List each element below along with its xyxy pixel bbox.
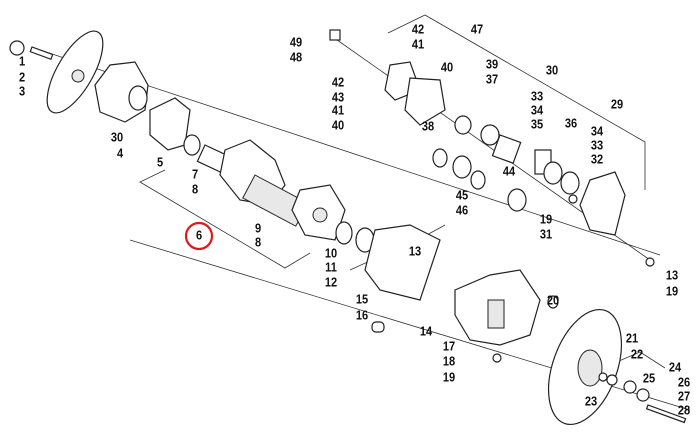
callout-21[interactable]: 21 <box>626 331 639 346</box>
callout-37[interactable]: 37 <box>486 72 499 87</box>
callout-41[interactable]: 41 <box>332 103 345 118</box>
callout-47[interactable]: 47 <box>471 22 484 37</box>
callout-9[interactable]: 9 <box>255 221 261 236</box>
callout-27[interactable]: 27 <box>678 389 691 404</box>
callout-20[interactable]: 20 <box>547 293 560 308</box>
callout-48[interactable]: 48 <box>290 50 303 65</box>
callout-26[interactable]: 26 <box>678 375 691 390</box>
callout-46[interactable]: 46 <box>456 203 469 218</box>
callout-33[interactable]: 33 <box>531 89 544 104</box>
callout-45[interactable]: 45 <box>456 188 469 203</box>
callout-14[interactable]: 14 <box>420 324 433 339</box>
callout-18[interactable]: 18 <box>443 354 456 369</box>
callout-5[interactable]: 5 <box>157 155 163 170</box>
callout-33[interactable]: 33 <box>591 138 604 153</box>
callout-42[interactable]: 42 <box>332 75 345 90</box>
callout-42[interactable]: 42 <box>412 22 425 37</box>
callout-12[interactable]: 12 <box>325 275 338 290</box>
callout-16[interactable]: 16 <box>356 308 369 323</box>
callout-13[interactable]: 13 <box>666 268 679 283</box>
highlight-circle <box>184 221 214 251</box>
callout-22[interactable]: 22 <box>631 347 644 362</box>
callout-19[interactable]: 19 <box>443 370 456 385</box>
callout-31[interactable]: 31 <box>540 227 553 242</box>
right-parts <box>329 29 626 236</box>
callout-34[interactable]: 34 <box>591 124 604 139</box>
callout-6[interactable]: 6 <box>196 228 202 243</box>
callout-29[interactable]: 29 <box>611 97 624 112</box>
callout-41[interactable]: 41 <box>412 37 425 52</box>
callout-11[interactable]: 11 <box>325 260 337 275</box>
callout-13[interactable]: 13 <box>409 244 422 259</box>
callout-25[interactable]: 25 <box>643 371 656 386</box>
callout-19[interactable]: 19 <box>540 212 553 227</box>
callout-49[interactable]: 49 <box>290 35 303 50</box>
callout-40[interactable]: 40 <box>441 60 454 75</box>
callout-10[interactable]: 10 <box>325 246 338 261</box>
callout-34[interactable]: 34 <box>531 103 544 118</box>
callout-43[interactable]: 43 <box>332 90 345 105</box>
callout-1[interactable]: 1 <box>19 54 25 69</box>
callout-40[interactable]: 40 <box>332 118 345 133</box>
left-parts <box>9 30 346 241</box>
callout-17[interactable]: 17 <box>443 339 456 354</box>
callout-39[interactable]: 39 <box>486 57 499 72</box>
callout-24[interactable]: 24 <box>669 360 682 375</box>
callout-44[interactable]: 44 <box>503 164 516 179</box>
callout-35[interactable]: 35 <box>531 117 544 132</box>
lower-housing <box>371 257 687 426</box>
callout-4[interactable]: 4 <box>117 146 123 161</box>
callout-8[interactable]: 8 <box>255 235 261 250</box>
callout-30[interactable]: 30 <box>111 130 124 145</box>
callout-38[interactable]: 38 <box>422 119 435 134</box>
callout-19[interactable]: 19 <box>666 284 679 299</box>
callout-3[interactable]: 3 <box>19 84 25 99</box>
callout-8[interactable]: 8 <box>192 182 198 197</box>
callout-30[interactable]: 30 <box>546 63 559 78</box>
callout-labels[interactable]: 1 2 3 30 4 5 7 8 6 9 8 10 11 12 49 48 42… <box>19 22 690 418</box>
callout-28[interactable]: 28 <box>678 403 691 418</box>
callout-15[interactable]: 15 <box>356 292 369 307</box>
callout-32[interactable]: 32 <box>591 152 604 167</box>
seal-parts <box>335 221 441 301</box>
callout-23[interactable]: 23 <box>585 394 598 409</box>
callout-36[interactable]: 36 <box>565 116 578 131</box>
callout-7[interactable]: 7 <box>192 167 198 182</box>
callout-2[interactable]: 2 <box>19 70 25 85</box>
